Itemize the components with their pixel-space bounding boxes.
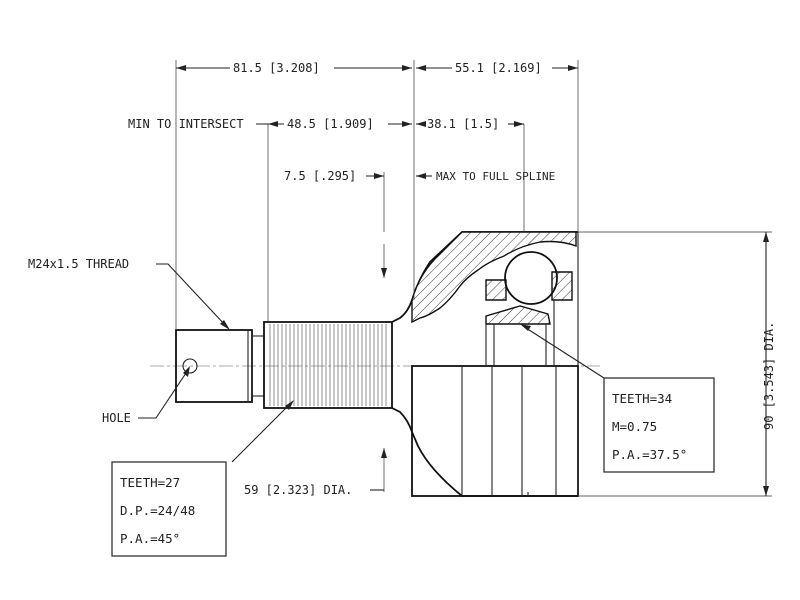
cage-section-hatch — [485, 271, 573, 301]
callout-labels: M24x1.5 THREAD HOLE — [28, 257, 131, 425]
inner-spline-spec-box: TEETH=34 M=0.75 P.A.=37.5° — [603, 377, 715, 473]
spline-teeth-lines — [269, 324, 387, 406]
splined-shaft — [263, 321, 393, 409]
extension-lines — [175, 60, 772, 497]
dim-outer-diameter: 90 [3.543] DIA. — [762, 322, 776, 430]
dimension-lines — [176, 65, 769, 496]
dim-spline-length: 38.1 [1.5] — [427, 117, 499, 131]
inner-race-bore — [485, 300, 555, 366]
inner-pa: P.A.=37.5° — [612, 447, 687, 462]
shoulder-neck — [391, 231, 578, 497]
inner-m: M=0.75 — [612, 419, 657, 434]
bell-section-hatch — [411, 231, 577, 324]
dim-min-to-intersect-label: MIN TO INTERSECT — [128, 117, 244, 131]
dim-shaft-diameter: 59 [2.323] DIA. — [244, 483, 352, 497]
dim-overall-length: 81.5 [3.208] — [233, 61, 320, 75]
leader-lines — [138, 263, 605, 463]
outer-dp: D.P.=24/48 — [120, 503, 195, 518]
dim-max-to-full-spline: MAX TO FULL SPLINE — [436, 170, 555, 183]
cv-joint-part — [150, 231, 600, 497]
outer-pa: P.A.=45° — [120, 531, 180, 546]
dimension-labels: 81.5 [3.208] 55.1 [2.169] MIN TO INTERSE… — [128, 61, 776, 497]
ball — [504, 251, 558, 305]
dim-bell-length: 55.1 [2.169] — [455, 61, 542, 75]
thread-callout: M24x1.5 THREAD — [28, 257, 129, 271]
dim-shoulder: 7.5 [.295] — [284, 169, 356, 183]
inner-race-hatch — [485, 305, 551, 325]
outer-spline-spec-box: TEETH=27 D.P.=24/48 P.A.=45° — [111, 461, 227, 557]
bell-housing — [411, 365, 579, 497]
stub-hole — [182, 358, 198, 374]
outer-teeth: TEETH=27 — [120, 475, 180, 490]
bell-grooves — [461, 232, 579, 496]
dim-min-to-intersect-value: 48.5 [1.909] — [287, 117, 374, 131]
inner-teeth: TEETH=34 — [612, 391, 672, 406]
hole-callout: HOLE — [102, 411, 131, 425]
